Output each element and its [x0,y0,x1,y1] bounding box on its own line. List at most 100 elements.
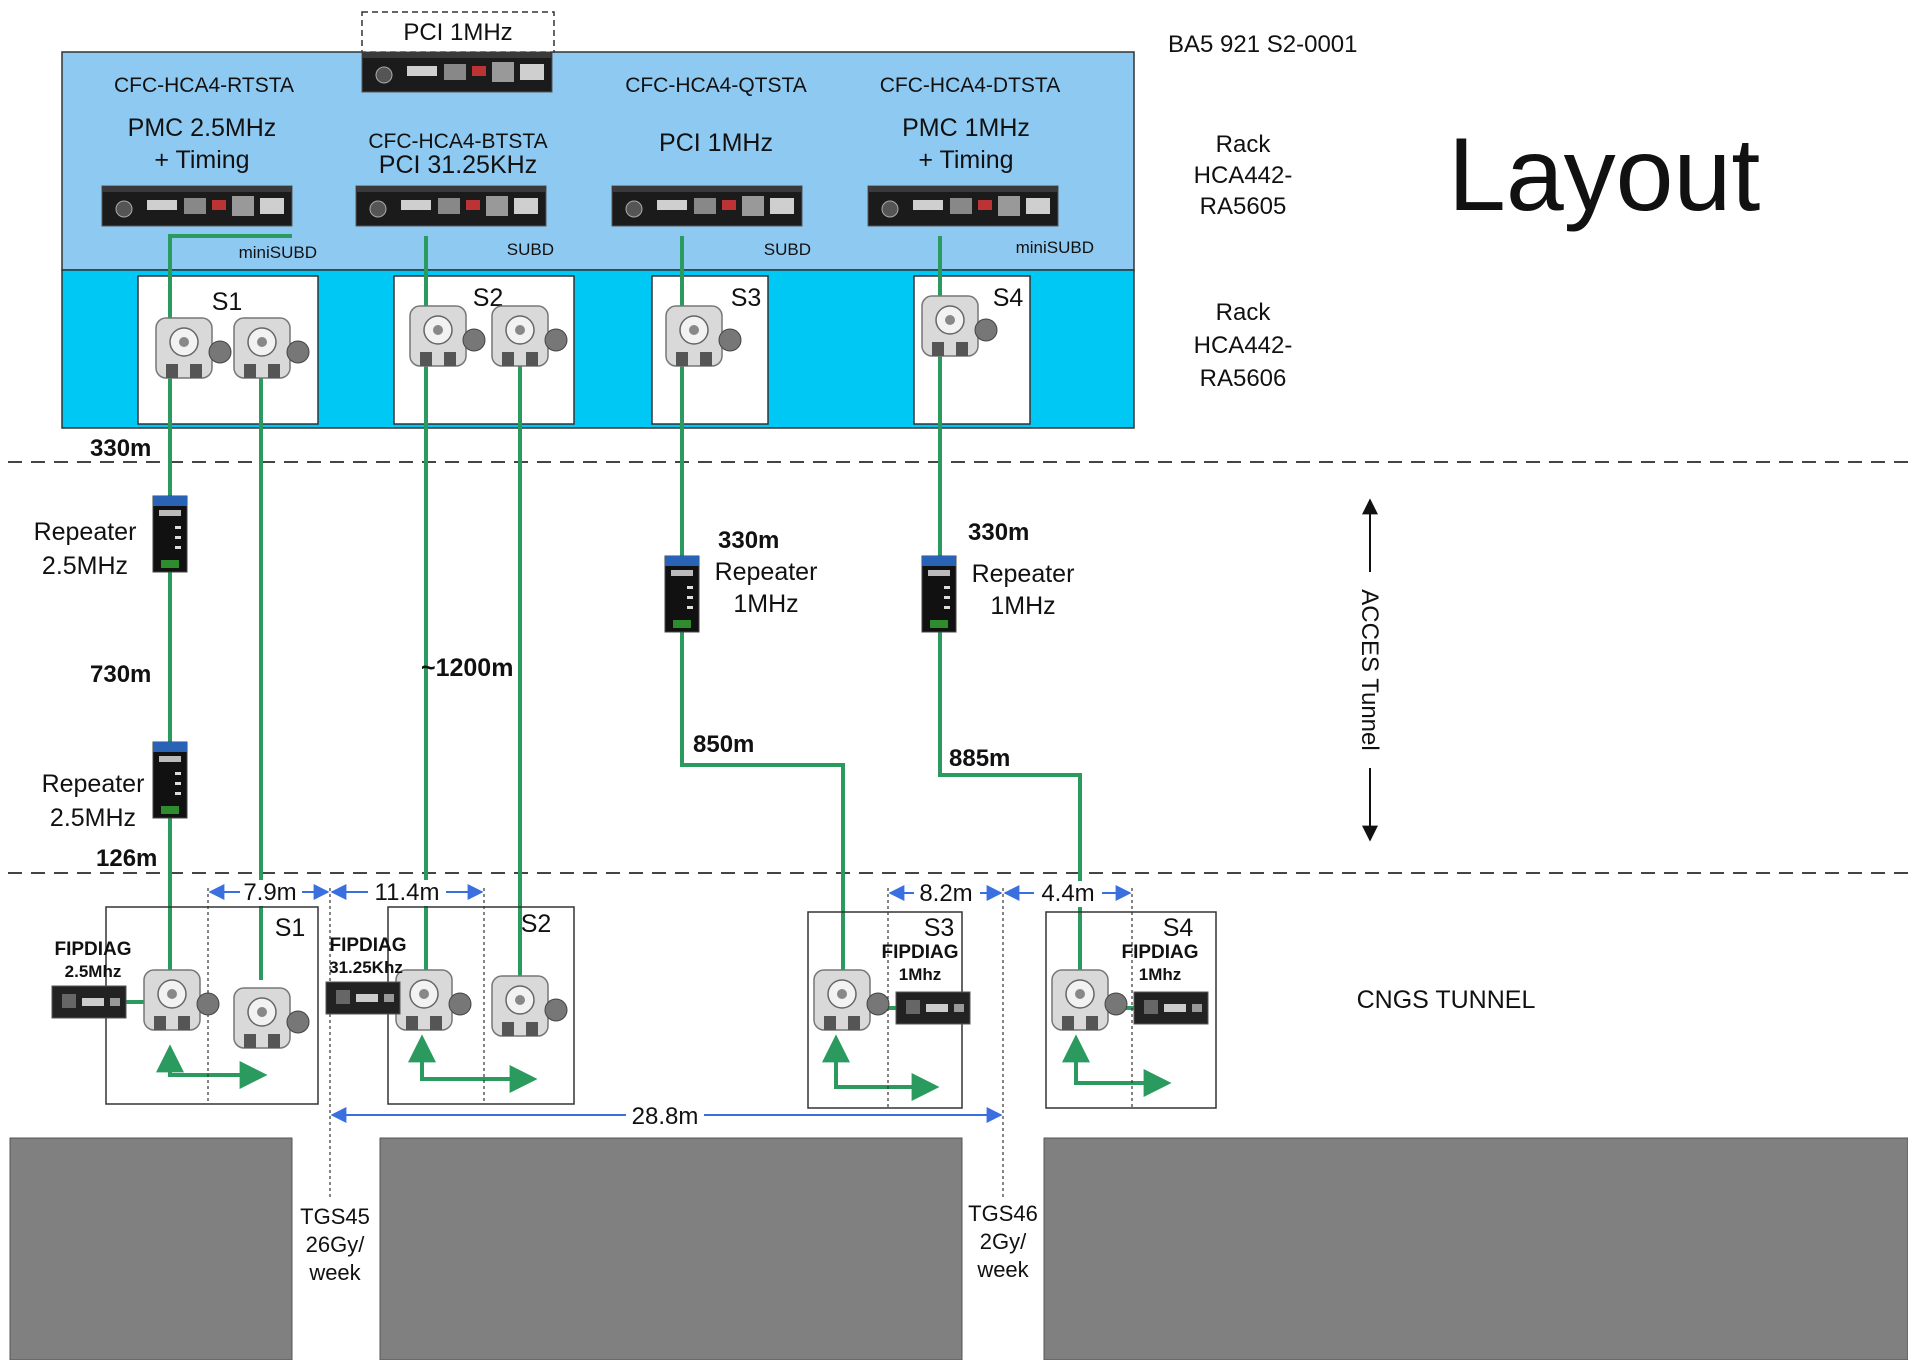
cngs-segment-s4 [1045,911,1217,1109]
crate-4-line1: PMC 1MHz [902,114,1030,142]
rack-bottom-line3: RA5606 [1200,365,1287,392]
fipdiag-3-line2: 1Mhz [899,965,942,984]
crate-4-connector: miniSUBD [1016,238,1094,257]
junction-box-icon [813,969,890,1031]
junction-box-icon [1051,969,1128,1031]
dim-bg [240,880,302,906]
fipdiag-4-line1: FIPDIAG [1121,942,1198,963]
pci-crate-top [361,51,553,93]
distance-4-4m: 4.4m [1041,880,1094,907]
junction-box-icon [395,969,472,1031]
crate-3-name: CFC-HCA4-QTSTA [625,74,807,97]
tgs46-line1: TGS46 [968,1201,1038,1226]
tgs46-line3: week [976,1257,1029,1282]
fipdiag-1-icon [51,985,127,1019]
crate-1-device [101,185,293,227]
top-device-label: PCI 1MHz [403,19,512,46]
rack-s4-label: S4 [993,284,1024,312]
repeater-2-icon [152,741,188,819]
cngs-s1-label: S1 [275,914,306,942]
fipdiag-2-line2: 31.25Khz [329,958,403,977]
dim-bg [626,1103,704,1129]
repeater-2-line1: Repeater [42,770,145,798]
distance-8-2m: 8.2m [919,880,972,907]
dim-bg [914,881,980,907]
fipdiag-1-line2: 2.5Mhz [65,962,122,981]
fipdiag-1-line1: FIPDIAG [54,939,131,960]
fipdiag-4-icon [1133,991,1209,1025]
repeater-4-line2: 1MHz [990,592,1055,620]
rack-top-line1: Rack [1216,131,1272,158]
crate-1-name: CFC-HCA4-RTSTA [114,74,294,97]
crate-4-device [867,185,1059,227]
cable-s2-branch [408,1034,538,1093]
tgs45-line3: week [308,1260,361,1285]
rack-s3-label: S3 [731,284,762,312]
repeater-1-line1: Repeater [34,518,137,546]
distance-7-9m: 7.9m [243,879,296,906]
tgs45-line2: 26Gy/ [306,1232,366,1257]
tunnel-wall-middle [379,1137,963,1360]
cable-s3-branch [822,1034,940,1101]
distance-850m: 850m [693,731,754,758]
cable-s1-branch [156,1044,268,1089]
fipdiag-2-line1: FIPDIAG [329,935,406,956]
repeater-4-line1: Repeater [972,560,1075,588]
repeater-3-line2: 1MHz [733,590,798,618]
distance-885m: 885m [949,745,1010,772]
page-title: Layout [1448,117,1760,233]
repeater-4-icon [921,555,957,633]
crate-1-line2: + Timing [154,146,249,174]
fipdiag-4-line2: 1Mhz [1139,965,1182,984]
rack-ra5605 [61,51,1135,271]
dim-bg [368,880,446,906]
crate-2-line1: PCI 31.25KHz [379,151,537,179]
fipdiag-2-icon [325,981,401,1015]
cngs-s3-label: S3 [924,914,955,942]
crate-1-connector: miniSUBD [239,243,317,262]
tunnel-wall-right [1043,1137,1908,1360]
crate-3-line1: PCI 1MHz [659,129,773,157]
crate-2-name: CFC-HCA4-BTSTA [368,130,547,153]
distance-730m: 730m [90,661,151,688]
crate-3-connector: SUBD [764,240,811,259]
junction-box-icon [233,987,310,1049]
distance-330m-s1: 330m [90,435,151,462]
crate-1-line1: PMC 2.5MHz [128,114,277,142]
repeater-1-line2: 2.5MHz [42,552,128,580]
repeater-3-line1: Repeater [715,558,818,586]
repeater-2-line2: 2.5MHz [50,804,136,832]
distance-11-4m: 11.4m [375,879,440,906]
rack-top-line3: RA5605 [1200,193,1287,220]
cngs-s2-label: S2 [521,910,552,938]
repeater-1-icon [152,495,188,573]
distance-126m: 126m [96,845,157,872]
rack-bottom-line2: HCA442- [1194,332,1293,359]
crate-2-device [355,185,547,227]
cngs-tunnel-label: CNGS TUNNEL [1357,986,1536,1014]
tgs46-line2: 2Gy/ [980,1229,1027,1254]
cable-s3 [680,236,845,1005]
distance-28-8m: 28.8m [632,1103,699,1130]
top-device-frame [361,11,555,53]
fipdiag-3-icon [895,991,971,1025]
rack-bottom-line1: Rack [1216,299,1272,326]
cable-s4-branch [1062,1034,1172,1097]
distance-1200m: ~1200m [421,654,513,682]
distance-330m-s4: 330m [968,519,1029,546]
crate-4-name: CFC-HCA4-DTSTA [880,74,1060,97]
cngs-s4-label: S4 [1163,914,1194,942]
tgs45-line1: TGS45 [300,1204,370,1229]
crate-2-connector: SUBD [507,240,554,259]
acces-tunnel-label: ACCES Tunnel [1356,589,1383,750]
rack-top-line2: HCA442- [1194,162,1293,189]
distance-330m-s3: 330m [718,527,779,554]
junction-box-icon [491,975,568,1037]
crate-3-device [611,185,803,227]
acces-label-bg [1356,572,1384,768]
tunnel-wall-left [9,1137,293,1360]
dim-bg [1034,881,1102,907]
fipdiag-3-line1: FIPDIAG [881,942,958,963]
ref-code: BA5 921 S2-0001 [1168,31,1357,58]
